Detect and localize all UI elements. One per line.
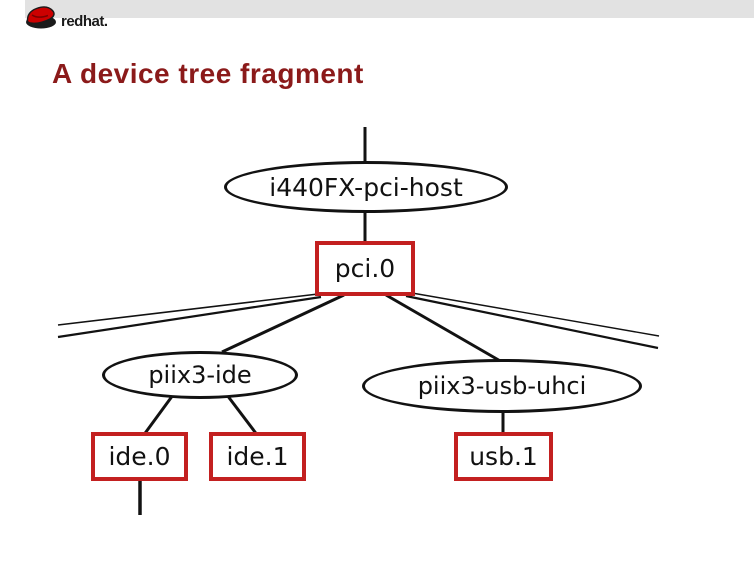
- node-ide0: ide.0: [91, 432, 188, 481]
- redhat-logo-text: redhat.: [61, 14, 108, 29]
- edge-pci0-offright-a: [411, 292, 660, 337]
- redhat-hat-icon: [26, 6, 56, 29]
- edge-pci0-offright-b: [405, 294, 659, 350]
- edge-ide-to-ide1: [225, 394, 260, 437]
- logo-word-red: red: [61, 13, 83, 30]
- node-ide0-label: ide.0: [108, 442, 171, 471]
- page-title: A device tree fragment: [52, 58, 364, 89]
- logo-word-hat: hat.: [82, 13, 108, 30]
- edge-pci0-offleft-b: [57, 295, 322, 339]
- header-band: [25, 0, 754, 18]
- edge-pci0-to-ide: [221, 293, 345, 354]
- node-pci0: pci.0: [315, 241, 415, 296]
- node-piix3-usb-uhci: piix3-usb-uhci: [362, 359, 642, 413]
- node-piix3-ide: piix3-ide: [102, 351, 298, 399]
- node-i440fx-pci-host-label: i440FX-pci-host: [269, 172, 463, 202]
- node-usb1: usb.1: [454, 432, 553, 481]
- node-ide1-label: ide.1: [226, 442, 289, 471]
- edge-ide-to-ide0: [141, 394, 175, 437]
- edge-pci0-to-usb: [385, 293, 503, 364]
- edge-pci0-offleft-a: [57, 293, 319, 326]
- node-usb1-label: usb.1: [469, 442, 538, 471]
- node-piix3-usb-uhci-label: piix3-usb-uhci: [417, 372, 587, 400]
- node-pci0-label: pci.0: [334, 254, 396, 283]
- node-ide1: ide.1: [209, 432, 306, 481]
- redhat-logo: redhat.: [24, 3, 108, 30]
- node-i440fx-pci-host: i440FX-pci-host: [224, 161, 508, 213]
- node-piix3-ide-label: piix3-ide: [148, 361, 252, 389]
